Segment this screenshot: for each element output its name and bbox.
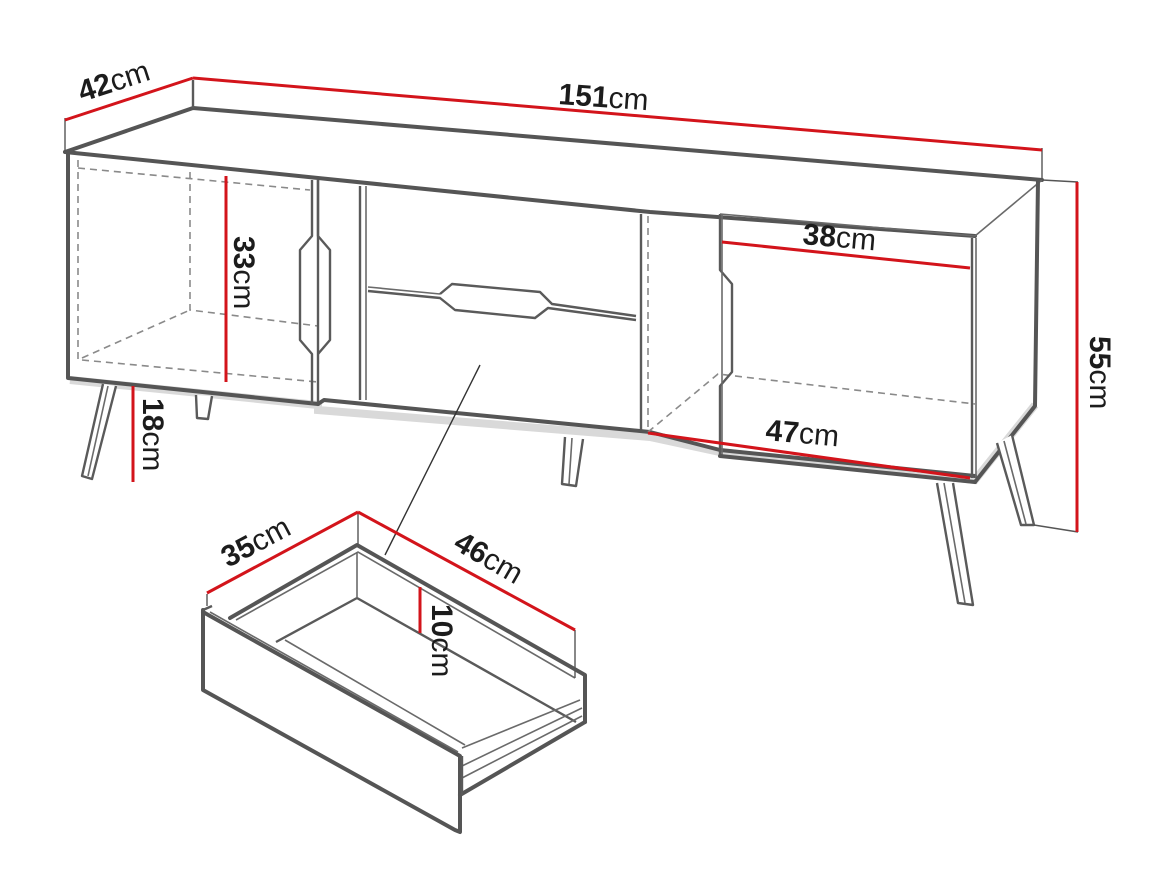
height-label: 55cm [1083,336,1116,409]
cabinet [63,80,1044,607]
compartment-bottom-dimension-line [647,431,971,480]
drawer-depth-dimension-line [357,510,576,632]
depth-dimension-line [64,76,194,122]
drawer-handle-groove [367,289,637,322]
left-door-handle [298,180,314,404]
width-label: 151cm [558,78,650,117]
compartment-top-label: 38cm [801,218,877,257]
interior-height-label: 33cm [227,236,260,309]
drawer-width-label: 35cm [216,511,296,575]
leg-height-label: 18cm [136,398,169,471]
drawer-leader-line [384,364,481,556]
drawer [201,543,587,834]
cabinet-top [65,108,1042,236]
drawer-width-dimension-line [206,510,359,595]
cabinet-legs [80,383,1036,607]
depth-label: 42cm [74,55,154,109]
compartment-bottom-label: 47cm [764,414,840,453]
right-door-handle [718,214,734,456]
width-dimension-line [192,76,1043,152]
drawer-height-label: 10cm [425,604,458,677]
drawer-depth-label: 46cm [449,525,529,590]
compartment-top-dimension-line [721,240,971,270]
drawer-front-panel [201,608,462,834]
